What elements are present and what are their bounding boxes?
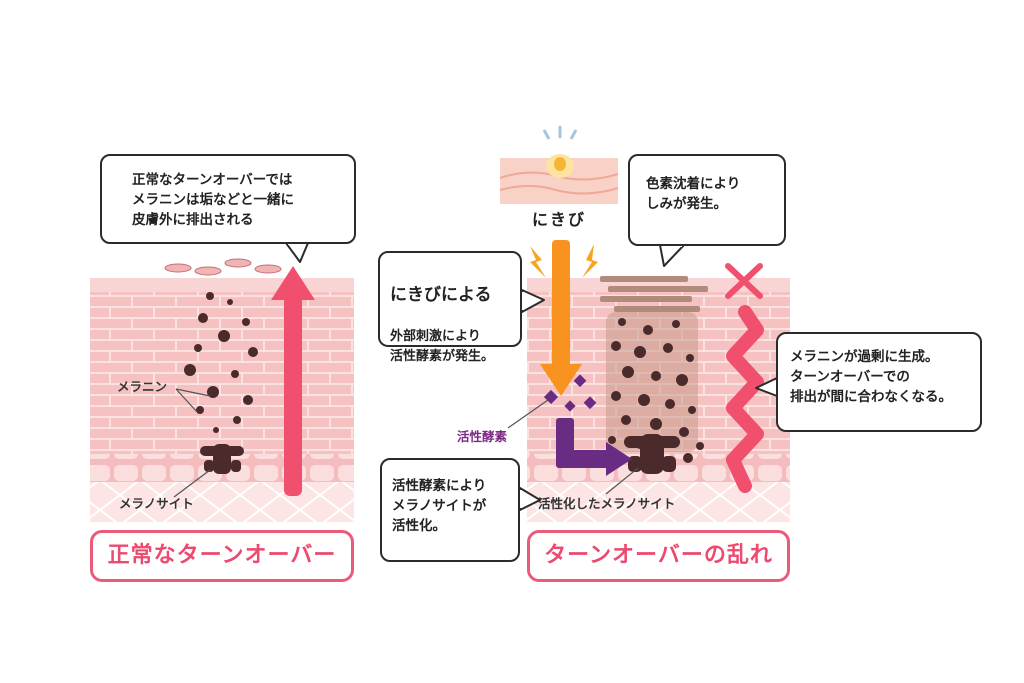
acne-bubble-heading: にきびによる bbox=[390, 285, 492, 305]
shed-flakes bbox=[164, 258, 282, 276]
pigmentation-bubble: 色素沈着により しみが発生。 bbox=[628, 154, 786, 246]
zigzag-arrow bbox=[726, 305, 764, 493]
activated-melanocyte bbox=[624, 434, 704, 474]
normal-turnover-title: 正常なターンオーバー bbox=[90, 530, 354, 582]
normal-turnover-bubble: 正常なターンオーバーでは メラニンは垢などと一緒に 皮膚外に排出される bbox=[100, 154, 356, 244]
purple-activation-arrow bbox=[556, 418, 632, 476]
acne-label: にきび bbox=[532, 210, 587, 229]
acne-bubble-body: 外部刺激により 活性酵素が発生。 bbox=[390, 329, 495, 364]
enzyme-activation-bubble: 活性酵素により メラノサイトが 活性化。 bbox=[380, 458, 520, 562]
activated-melanocyte-label: 活性化したメラノサイト bbox=[538, 496, 676, 511]
melanin-overproduction-bubble: メラニンが過剰に生成。 ターンオーバーでの 排出が間に合わなくなる。 bbox=[776, 332, 982, 432]
pigment-column bbox=[606, 312, 698, 452]
downward-arrow-orange bbox=[530, 240, 598, 396]
pigment-layers bbox=[600, 276, 708, 312]
acne-stimulus-bubble: にきびによる 外部刺激により 活性酵素が発生。 bbox=[378, 251, 522, 364]
left-skin-section bbox=[90, 278, 354, 522]
blocked-turnover-x bbox=[725, 263, 763, 299]
upward-arrow-left bbox=[271, 266, 315, 496]
melanocyte-label: メラノサイト bbox=[119, 496, 194, 511]
active-enzyme-label: 活性酵素 bbox=[457, 429, 508, 444]
melanin-particles-left bbox=[184, 292, 258, 433]
melanin-leader-lines bbox=[173, 388, 211, 498]
melanin-label: メラニン bbox=[117, 379, 168, 394]
enzyme-leader-line bbox=[507, 399, 549, 429]
bubble-tails bbox=[285, 242, 778, 511]
acne-icon bbox=[499, 126, 619, 204]
melanocyte-left bbox=[200, 444, 244, 474]
activated-leader-line bbox=[605, 467, 639, 495]
disrupted-turnover-title: ターンオーバーの乱れ bbox=[527, 530, 790, 582]
